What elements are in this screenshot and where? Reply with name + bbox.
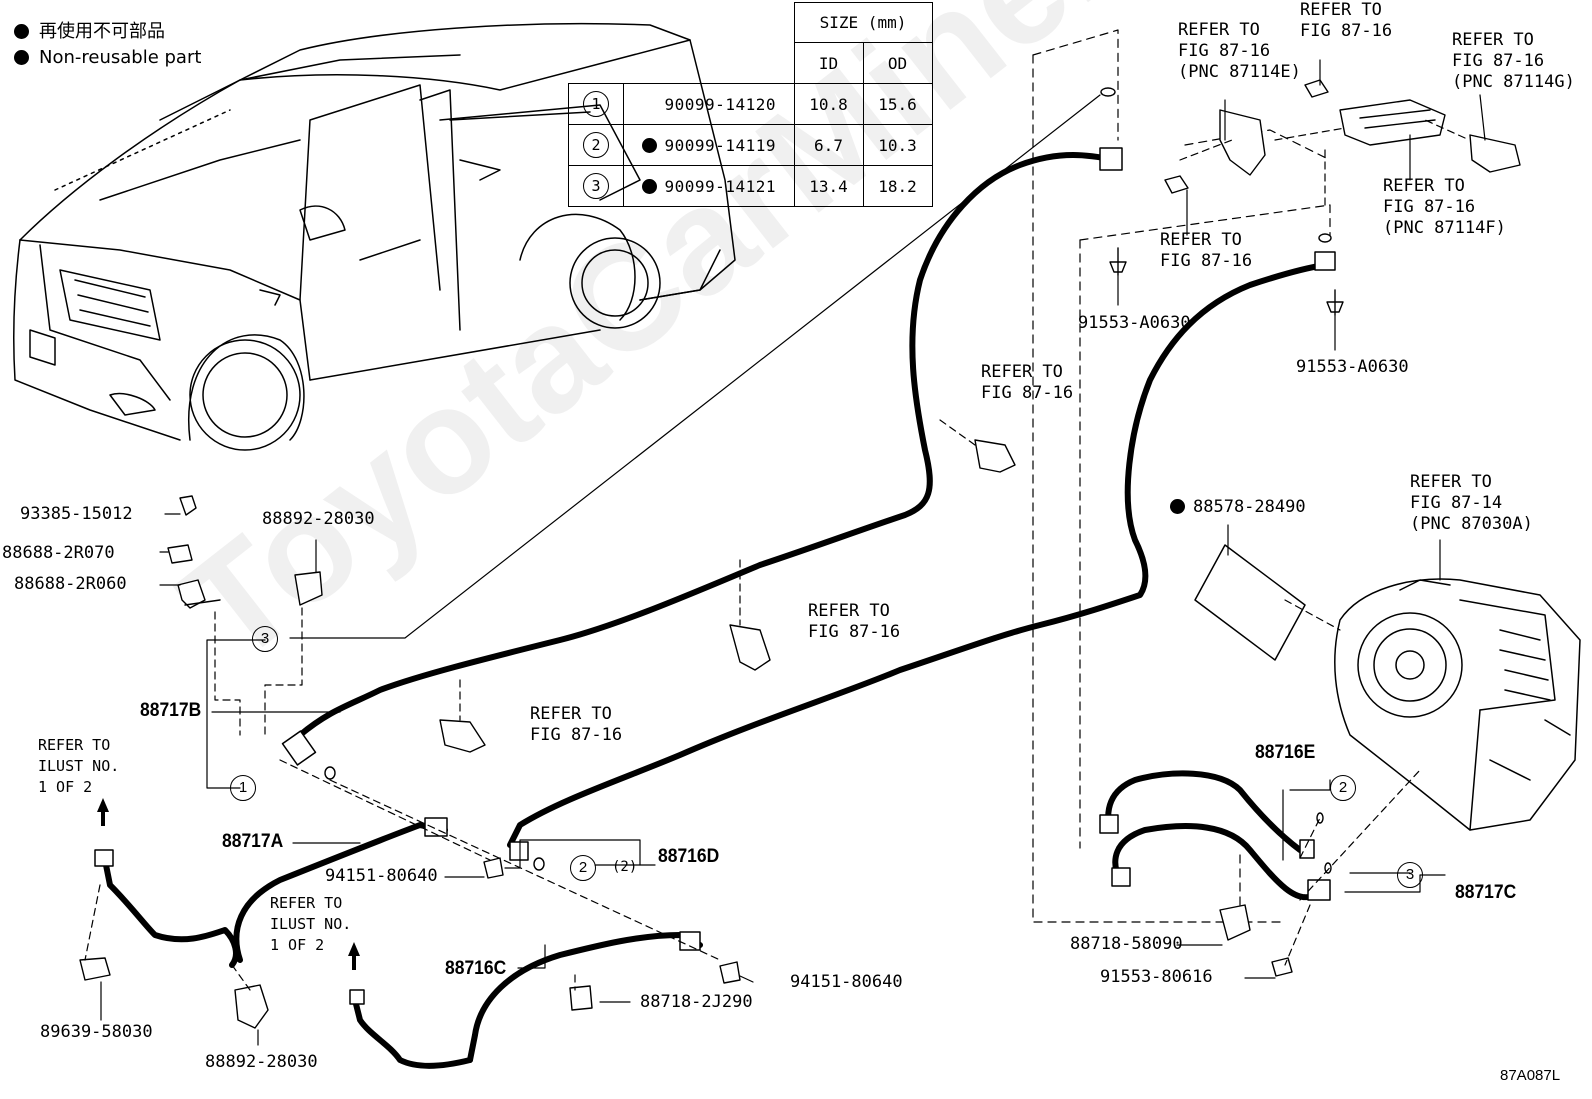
outer-diameter: 15.6 bbox=[862, 83, 933, 125]
dashed-guides bbox=[84, 119, 1466, 991]
marker-3-right: 3 bbox=[1397, 862, 1423, 888]
callout-refer-87114e[interactable]: REFER TO FIG 87-16 (PNC 87114E) bbox=[1178, 20, 1301, 82]
table-row: 3 90099-14121 13.4 18.2 bbox=[568, 165, 933, 207]
callout-refer-87114f[interactable]: REFER TO FIG 87-16 (PNC 87114F) bbox=[1383, 176, 1506, 238]
column-od-header: OD bbox=[862, 42, 933, 84]
arrows bbox=[97, 798, 360, 970]
part-label-88718-58090[interactable]: 88718-58090 bbox=[1070, 934, 1183, 954]
part-label-88716c[interactable]: 88716C bbox=[445, 958, 507, 979]
table-row: 1 90099-14120 10.8 15.6 bbox=[568, 83, 933, 125]
inner-diameter: 10.8 bbox=[793, 83, 864, 125]
part-number: 90099-14119 bbox=[664, 135, 776, 155]
boundary-lines bbox=[1032, 29, 1331, 923]
hose-size-table: SIZE (mm) ID OD 1 90099-14120 10.8 15.6 … bbox=[568, 2, 933, 207]
part-label-88892-28030-top[interactable]: 88892-28030 bbox=[262, 509, 375, 529]
caution-label-plate bbox=[1194, 544, 1306, 661]
part-label-88718-2j290[interactable]: 88718-2J290 bbox=[640, 992, 753, 1012]
part-label-88716d[interactable]: 88716D bbox=[658, 846, 720, 867]
part-label-88716e[interactable]: 88716E bbox=[1255, 742, 1316, 763]
callout-refer-ilust-left[interactable]: REFER TO ILUST NO. 1 OF 2 bbox=[38, 736, 120, 796]
part-label-91553-a0630-left[interactable]: 91553-A0630 bbox=[1078, 313, 1191, 333]
part-label-91553-80616[interactable]: 91553-80616 bbox=[1100, 967, 1213, 987]
callout-refer-87114g[interactable]: REFER TO FIG 87-16 (PNC 87114G) bbox=[1452, 30, 1575, 92]
part-label-94151-80640-a[interactable]: 94151-80640 bbox=[325, 866, 438, 886]
callout-refer-87-16-center[interactable]: REFER TO FIG 87-16 bbox=[981, 362, 1074, 403]
hvac-unit bbox=[1334, 578, 1581, 831]
part-label-88717b[interactable]: 88717B bbox=[140, 700, 202, 721]
part-number: 90099-14121 bbox=[664, 176, 776, 196]
callout-refer-87-16-mid[interactable]: REFER TO FIG 87-16 bbox=[1160, 230, 1253, 271]
part-label-91553-a0630-right[interactable]: 91553-A0630 bbox=[1296, 357, 1409, 377]
legend-item-jp: 再使用不可部品 bbox=[14, 20, 165, 44]
non-reusable-dot-icon bbox=[641, 137, 657, 153]
callout-refer-87030a[interactable]: REFER TO FIG 87-14 (PNC 87030A) bbox=[1410, 472, 1533, 534]
column-id-header: ID bbox=[793, 42, 864, 84]
figure-code: 87A087L bbox=[1500, 1067, 1561, 1084]
marker-1-left: 1 bbox=[230, 775, 256, 801]
part-label-88688-2r070[interactable]: 88688-2R070 bbox=[2, 543, 115, 563]
part-label-88892-28030-bottom[interactable]: 88892-28030 bbox=[205, 1052, 318, 1072]
non-reusable-dot-icon bbox=[14, 24, 29, 39]
part-label-88717a[interactable]: 88717A bbox=[222, 831, 284, 852]
marker-2-quantity: (2) bbox=[612, 859, 638, 875]
row-index-marker: 2 bbox=[583, 132, 609, 158]
inner-diameter: 6.7 bbox=[793, 124, 864, 166]
non-reusable-dot-icon bbox=[641, 178, 657, 194]
part-label-88578-28490[interactable]: 88578-28490 bbox=[1170, 497, 1306, 518]
marker-2-center: 2 bbox=[570, 855, 596, 881]
callout-refer-87-16-top[interactable]: REFER TO FIG 87-16 bbox=[1300, 0, 1393, 41]
inner-diameter: 13.4 bbox=[793, 165, 864, 207]
callout-refer-87-16-b[interactable]: REFER TO FIG 87-16 bbox=[530, 704, 623, 745]
part-label-88688-2r060[interactable]: 88688-2R060 bbox=[14, 574, 127, 594]
callout-refer-87-16-a[interactable]: REFER TO FIG 87-16 bbox=[808, 601, 901, 642]
pipes bbox=[102, 152, 1328, 1069]
marker-2-right: 2 bbox=[1330, 775, 1356, 801]
callout-refer-ilust-center[interactable]: REFER TO ILUST NO. 1 OF 2 bbox=[270, 894, 352, 954]
marker-3-left: 3 bbox=[252, 626, 278, 652]
row-index-marker: 1 bbox=[583, 91, 609, 117]
outer-diameter: 18.2 bbox=[862, 165, 933, 207]
part-label-93385-15012[interactable]: 93385-15012 bbox=[20, 504, 133, 524]
part-label-94151-80640-b[interactable]: 94151-80640 bbox=[790, 972, 903, 992]
non-reusable-dot-icon bbox=[14, 50, 29, 65]
non-reusable-dot-icon bbox=[1170, 499, 1185, 514]
outer-diameter: 10.3 bbox=[862, 124, 933, 166]
row-index-marker: 3 bbox=[583, 173, 609, 199]
part-number: 90099-14120 bbox=[664, 94, 776, 114]
part-label-89639-58030[interactable]: 89639-58030 bbox=[40, 1022, 153, 1042]
size-header: SIZE (mm) bbox=[793, 2, 933, 43]
leader-lines bbox=[100, 59, 1486, 1046]
table-row: 2 90099-14119 6.7 10.3 bbox=[568, 124, 933, 166]
part-label-88717c[interactable]: 88717C bbox=[1455, 882, 1517, 903]
legend-item-en: Non-reusable part bbox=[14, 46, 201, 70]
